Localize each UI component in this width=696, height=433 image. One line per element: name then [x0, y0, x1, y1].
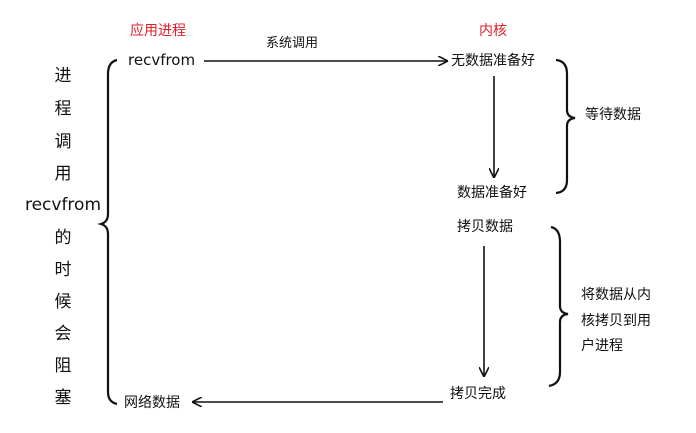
copy-data-label: 拷贝数据	[457, 219, 513, 235]
left-label-char: 塞	[54, 388, 72, 408]
wait-data-label: 等待数据	[585, 107, 641, 123]
wait-brace	[555, 58, 576, 195]
data-ready-label: 数据准备好	[457, 185, 527, 201]
copy-desc-line: 将数据从内	[581, 287, 651, 303]
left-label-char: 调	[54, 132, 72, 152]
left-label-char: 进	[54, 66, 72, 86]
left-label-char: 阻	[54, 356, 72, 376]
recvfrom-label: recvfrom	[128, 51, 196, 69]
network-data-label: 网络数据	[124, 395, 180, 411]
copy-desc-line: 户进程	[581, 338, 623, 354]
left-brace	[97, 58, 118, 406]
copy-done-label: 拷贝完成	[450, 386, 506, 402]
left-label-char: 时	[54, 260, 72, 280]
left-label-char: 的	[54, 228, 72, 248]
system-call-label: 系统调用	[266, 36, 319, 51]
no-data-ready-label: 无数据准备好	[451, 53, 535, 69]
header-kernel: 内核	[479, 23, 507, 39]
left-label-char: 程	[54, 99, 72, 119]
copy-brace	[548, 225, 569, 388]
left-label-char: 会	[54, 324, 72, 344]
header-app-process: 应用进程	[130, 23, 186, 39]
left-label-char: 候	[54, 292, 72, 312]
copy-desc-line: 核拷贝到用	[581, 313, 651, 329]
left-label-char: 用	[54, 164, 72, 184]
left-label-char: recvfrom	[24, 195, 102, 215]
